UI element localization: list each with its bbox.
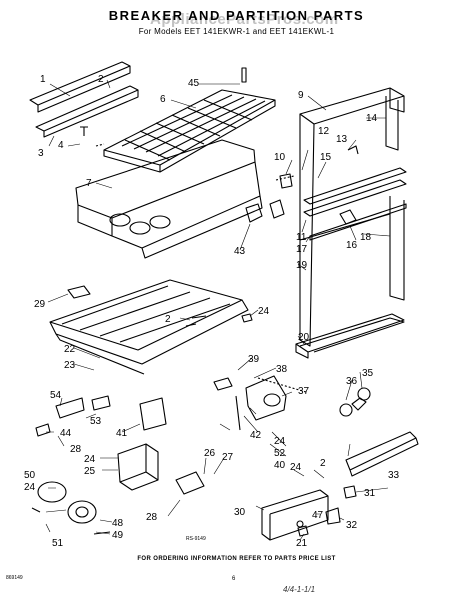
callout-52: 52 <box>274 448 286 459</box>
callout-2b: 2 <box>165 314 171 325</box>
callout-6: 6 <box>160 94 166 105</box>
fan-assembly-part <box>31 481 111 535</box>
callout-35: 35 <box>362 368 374 379</box>
fan-motor-part <box>117 443 159 491</box>
light-bulb-part <box>339 387 371 417</box>
callout-27: 27 <box>222 452 234 463</box>
callout-42: 42 <box>250 430 262 441</box>
bracket-part <box>279 173 293 189</box>
callout-11: 11 <box>296 232 307 243</box>
grille-shelf-part <box>103 89 276 173</box>
clip-part <box>241 67 247 83</box>
callout-25: 25 <box>84 466 96 477</box>
callout-14: 14 <box>366 113 378 124</box>
callout-47: 47 <box>312 510 324 521</box>
screw-part <box>80 126 105 147</box>
callout-9: 9 <box>298 90 304 101</box>
hinge-bracket-part <box>245 199 285 223</box>
callout-31: 31 <box>364 488 376 499</box>
callout-53: 53 <box>90 416 102 427</box>
partition-pan-part <box>49 279 249 375</box>
knob-parts <box>297 485 357 537</box>
trim-bar-part <box>345 431 419 477</box>
callout-15: 15 <box>320 152 332 163</box>
callout-19: 19 <box>296 260 308 271</box>
callout-24d: 24 <box>24 482 36 493</box>
control-housing-part <box>261 489 329 541</box>
clip-right-part <box>339 209 357 225</box>
ordering-note: FOR ORDERING INFORMATION REFER TO PARTS … <box>137 556 336 562</box>
switch-part <box>175 471 205 495</box>
callout-39: 39 <box>248 354 260 365</box>
model-subtitle: For Models EET 141EKWR-1 and EET 141EKWL… <box>138 27 335 36</box>
callout-18: 18 <box>360 232 372 243</box>
callout-16: 16 <box>346 240 358 251</box>
page-title: BREAKER AND PARTITION PARTS <box>108 8 365 23</box>
callout-54: 54 <box>50 390 62 401</box>
screw-right-part <box>347 145 359 155</box>
tab-part <box>67 285 91 299</box>
watermark: AppliancePartsPros.com <box>150 11 339 28</box>
vertical-channel-part <box>299 196 405 353</box>
callout-28b: 28 <box>146 512 158 523</box>
divider-strips-part <box>303 167 407 241</box>
grommet-part <box>241 313 253 323</box>
callout-21: 21 <box>296 538 308 549</box>
breaker-strip-upper-part <box>29 61 139 138</box>
callout-22: 22 <box>64 344 76 355</box>
callout-32: 32 <box>346 520 358 531</box>
callout-24: 24 <box>258 306 270 317</box>
callout-51: 51 <box>52 538 64 549</box>
callout-20: 20 <box>298 332 310 343</box>
side-strip-part <box>299 87 405 347</box>
callout-33: 33 <box>388 470 400 481</box>
callout-13: 13 <box>336 134 348 145</box>
callout-44: 44 <box>60 428 72 439</box>
callout-26: 26 <box>204 448 216 459</box>
callout-37: 37 <box>298 386 310 397</box>
figure-code: RS-9149 <box>186 536 206 542</box>
thermostat-assembly-part <box>213 375 307 431</box>
callout-49: 49 <box>112 530 124 541</box>
callout-4: 4 <box>58 140 64 151</box>
callout-38: 38 <box>276 364 288 375</box>
callout-17: 17 <box>296 244 308 255</box>
callout-24e: 24 <box>290 462 302 473</box>
light-socket-part <box>35 395 167 437</box>
handwritten-mark: 4/4-1-1/1 <box>283 585 316 594</box>
callout-2: 2 <box>98 74 104 85</box>
callout-23: 23 <box>64 360 76 371</box>
callout-40: 40 <box>274 460 286 471</box>
callout-45: 45 <box>188 78 200 89</box>
pan-screws <box>185 315 207 327</box>
callout-12: 12 <box>318 126 330 137</box>
page-number: 6 <box>232 576 236 582</box>
callout-2c: 2 <box>320 458 326 469</box>
callout-48: 48 <box>112 518 124 529</box>
callout-41: 41 <box>116 428 128 439</box>
callout-28: 28 <box>70 444 82 455</box>
breaker-frame-part <box>75 139 263 259</box>
bottom-strip-part <box>295 313 405 359</box>
callout-24b: 24 <box>84 454 96 465</box>
callout-1: 1 <box>40 74 46 85</box>
callout-50: 50 <box>24 470 36 481</box>
callout-29: 29 <box>34 299 46 310</box>
callout-3: 3 <box>38 148 44 159</box>
callout-10: 10 <box>274 152 286 163</box>
callout-7: 7 <box>86 178 92 189</box>
callout-30: 30 <box>234 507 246 518</box>
callout-24c: 24 <box>274 436 286 447</box>
document-code: 869149 <box>6 575 23 581</box>
callout-43: 43 <box>234 246 246 257</box>
callout-36: 36 <box>346 376 358 387</box>
